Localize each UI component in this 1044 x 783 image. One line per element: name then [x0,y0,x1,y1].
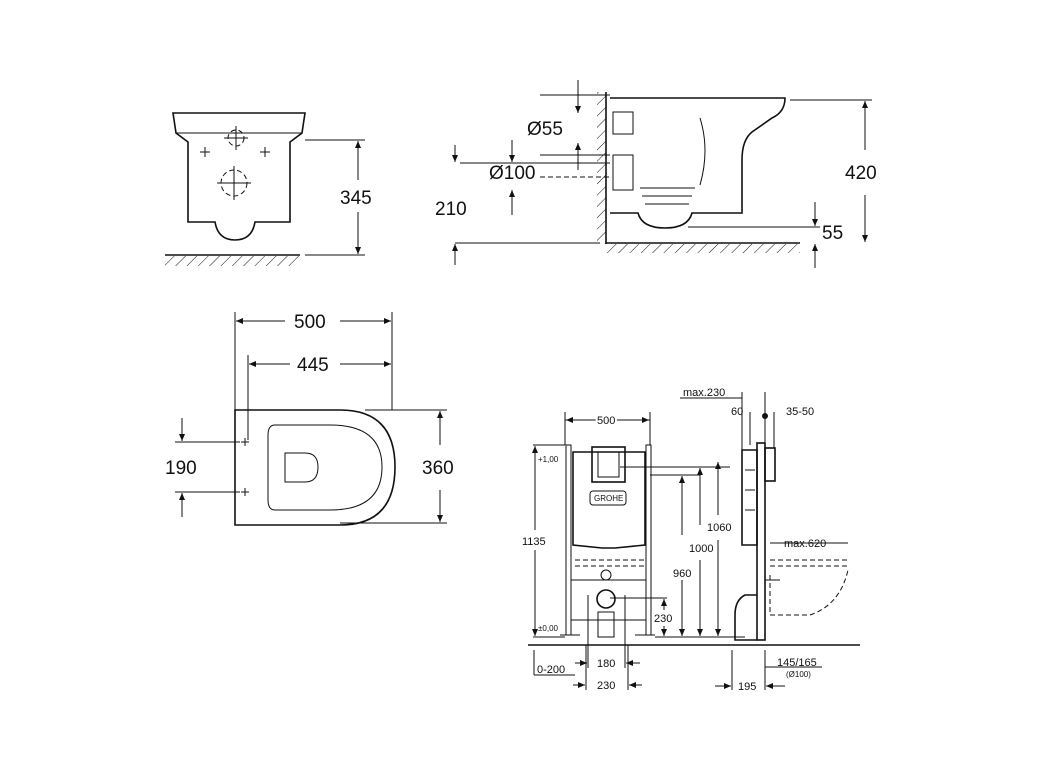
dim-420: 420 [845,163,877,184]
dim-500: 500 [294,312,326,333]
dim-d55: Ø55 [527,119,563,140]
dim-230-width: 230 [597,680,615,692]
dim-230-height: 230 [654,613,672,625]
dim-max-230: max.230 [683,387,725,399]
dim-frame-500: 500 [597,415,615,427]
level-zero: ±0,00 [538,624,559,633]
side-view: Ø55 Ø100 210 420 55 [435,80,877,268]
dim-max-620: max.620 [784,538,826,550]
dim-195: 195 [738,681,756,693]
toilet-front-outline [172,112,306,241]
dim-190: 190 [165,458,197,479]
grohe-logo: GROHE [594,494,623,503]
seat-top-outline [234,409,396,526]
flush-plate [591,446,626,483]
cistern-outline [572,451,646,549]
frame-side-view: max.230 60 35-50 max.620 195 145/165 (Ø1… [680,387,850,693]
dim-60: 60 [731,406,743,418]
frame-front-view: GROHE 500 +1,00 ±0,00 1135 960 1000 1060… [522,412,860,692]
dim-445: 445 [297,355,329,376]
dim-d100-side: (Ø100) [786,670,811,679]
dim-180: 180 [597,658,615,670]
dim-0-200: 0-200 [537,664,565,676]
toilet-side-outline [610,97,786,229]
dim-35-50: 35-50 [786,406,814,418]
dim-d100: Ø100 [489,163,535,184]
level-top: +1,00 [538,455,559,464]
dim-1135: 1135 [522,536,546,548]
dim-1000: 1000 [689,543,713,555]
dim-1060: 1060 [707,522,731,534]
dim-360: 360 [422,458,454,479]
dim-960: 960 [673,568,691,580]
dim-210: 210 [435,199,467,220]
dim-55: 55 [822,223,843,244]
dim-145-165: 145/165 [777,657,817,669]
dim-345: 345 [340,188,372,209]
flush-plate-side [764,447,776,482]
front-view: 345 [165,112,372,266]
top-view: 500 445 190 360 [165,312,454,526]
